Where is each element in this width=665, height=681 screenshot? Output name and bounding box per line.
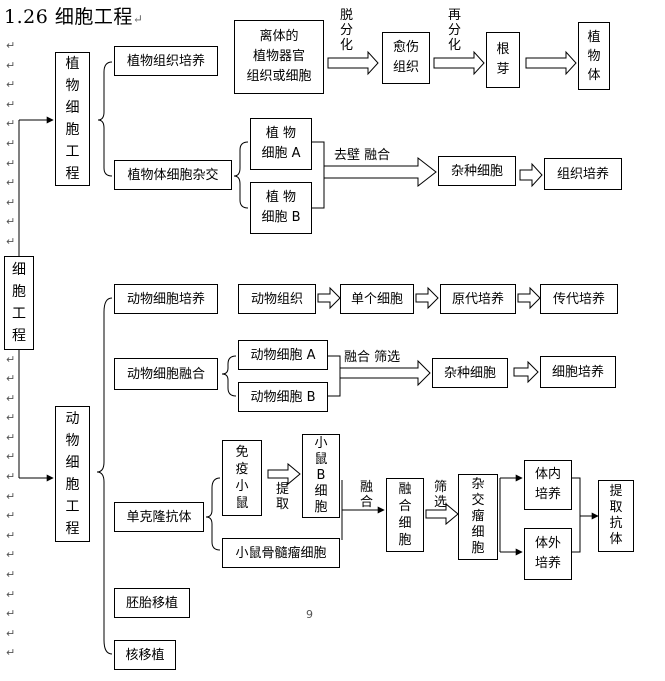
arrow-animal-fusion-screen (339, 359, 431, 387)
paragraph-marks-column: ↵ ↵ ↵ ↵ ↵ ↵ ↵ ↵ ↵ ↵ ↵ ↵ ↵ ↵ ↵ ↵ ↵ ↵ ↵ ↵ … (6, 39, 16, 660)
immunized-mouse-box: 免 疫 小 鼠 (222, 440, 262, 516)
hybridoma-cell-box: 杂 交 瘤 细 胞 (458, 474, 498, 560)
animal-cell-culture-box: 动物细胞培养 (114, 284, 218, 314)
arrow-redifferentiation (433, 50, 485, 76)
monoclonal-antibody-box: 单克隆抗体 (114, 502, 204, 532)
callus-box: 愈伤 组织 (382, 32, 430, 84)
subculture-box: 传代培养 (540, 284, 618, 314)
in-vitro-culture-box: 体外 培养 (524, 528, 572, 580)
arrow-to-plant-body (525, 50, 577, 76)
root-cell-engineering: 细 胞 工 程 (4, 256, 34, 350)
myeloma-cell-box: 小鼠骨髓瘤细胞 (222, 538, 340, 568)
animal-cell-a-box: 动物细胞 A (238, 340, 328, 370)
animal-cell-engineering-box: 动 物 细 胞 工 程 (55, 406, 90, 542)
arrow-extract-bcell (267, 462, 301, 486)
arrow-primary-to-sub (517, 286, 541, 310)
in-vivo-culture-box: 体内 培养 (524, 460, 572, 510)
animal-brace (96, 297, 113, 655)
arrow-tissue-to-single (317, 286, 341, 310)
animal-hybrid-cell-box: 杂种细胞 (432, 358, 508, 388)
plant-wall-removal-label: 去壁 融合 (334, 148, 391, 163)
nuclear-transfer-box: 核移植 (114, 640, 176, 670)
single-cell-box: 单个细胞 (340, 284, 414, 314)
extract-label: 提 取 (276, 482, 290, 512)
page-title: 1.26 细胞工程↵ (4, 6, 144, 28)
primary-culture-box: 原代培养 (440, 284, 516, 314)
arrow-dedifferentiation (327, 50, 379, 76)
plant-cell-a-box: 植 物 细胞 A (250, 118, 312, 170)
animal-ab-merge-line (328, 355, 341, 397)
arrow-to-tissue-culture (519, 162, 543, 188)
embryo-transfer-box: 胚胎移植 (114, 588, 190, 618)
mouse-b-cell-box: 小 鼠 B 细 胞 (302, 434, 340, 518)
arrow-to-cell-culture (513, 360, 539, 384)
plant-brace (97, 61, 113, 177)
monoclonal-brace (205, 477, 221, 551)
fused-cell-box: 融 合 细 胞 (386, 478, 424, 552)
dedifferentiation-label: 脱 分 化 (340, 8, 354, 53)
plant-hybridization-box: 植物体细胞杂交 (114, 160, 232, 190)
plant-body-box: 植 物 体 (578, 22, 610, 90)
root-bud-box: 根 芽 (486, 32, 520, 88)
fusion-screen-label: 融合 筛选 (344, 350, 401, 365)
arrow-screen-hybridoma (425, 502, 459, 526)
fuse-label: 融 合 (360, 480, 374, 510)
plant-cell-engineering-box: 植 物 细 胞 工 程 (55, 52, 90, 186)
plant-source-box: 离体的 植物器官 组织或细胞 (234, 20, 324, 94)
plant-cell-b-box: 植 物 细胞 B (250, 182, 312, 234)
extract-antibody-box: 提 取 抗 体 (598, 480, 634, 552)
redifferentiation-label: 再 分 化 (448, 8, 462, 53)
arrow-single-to-primary (415, 286, 439, 310)
page-number: 9 (306, 608, 313, 621)
animal-cell-b-box: 动物细胞 B (238, 382, 328, 412)
plant-ab-merge-line (312, 141, 325, 209)
screen-label: 筛 选 (434, 480, 448, 510)
plant-hybrid-cell-box: 杂种细胞 (438, 156, 516, 186)
cell-culture-result-box: 细胞培养 (540, 356, 616, 388)
plant-tissue-culture-box: 植物组织培养 (114, 46, 218, 76)
arrow-plant-wall-removal (323, 156, 437, 188)
animal-fusion-brace (221, 355, 237, 397)
animal-cell-fusion-box: 动物细胞融合 (114, 358, 218, 390)
culture-merge-line (572, 477, 581, 553)
tissue-culture-result-box: 组织培养 (544, 158, 622, 190)
plant-hybrid-brace (233, 141, 249, 209)
animal-tissue-box: 动物组织 (238, 284, 316, 314)
